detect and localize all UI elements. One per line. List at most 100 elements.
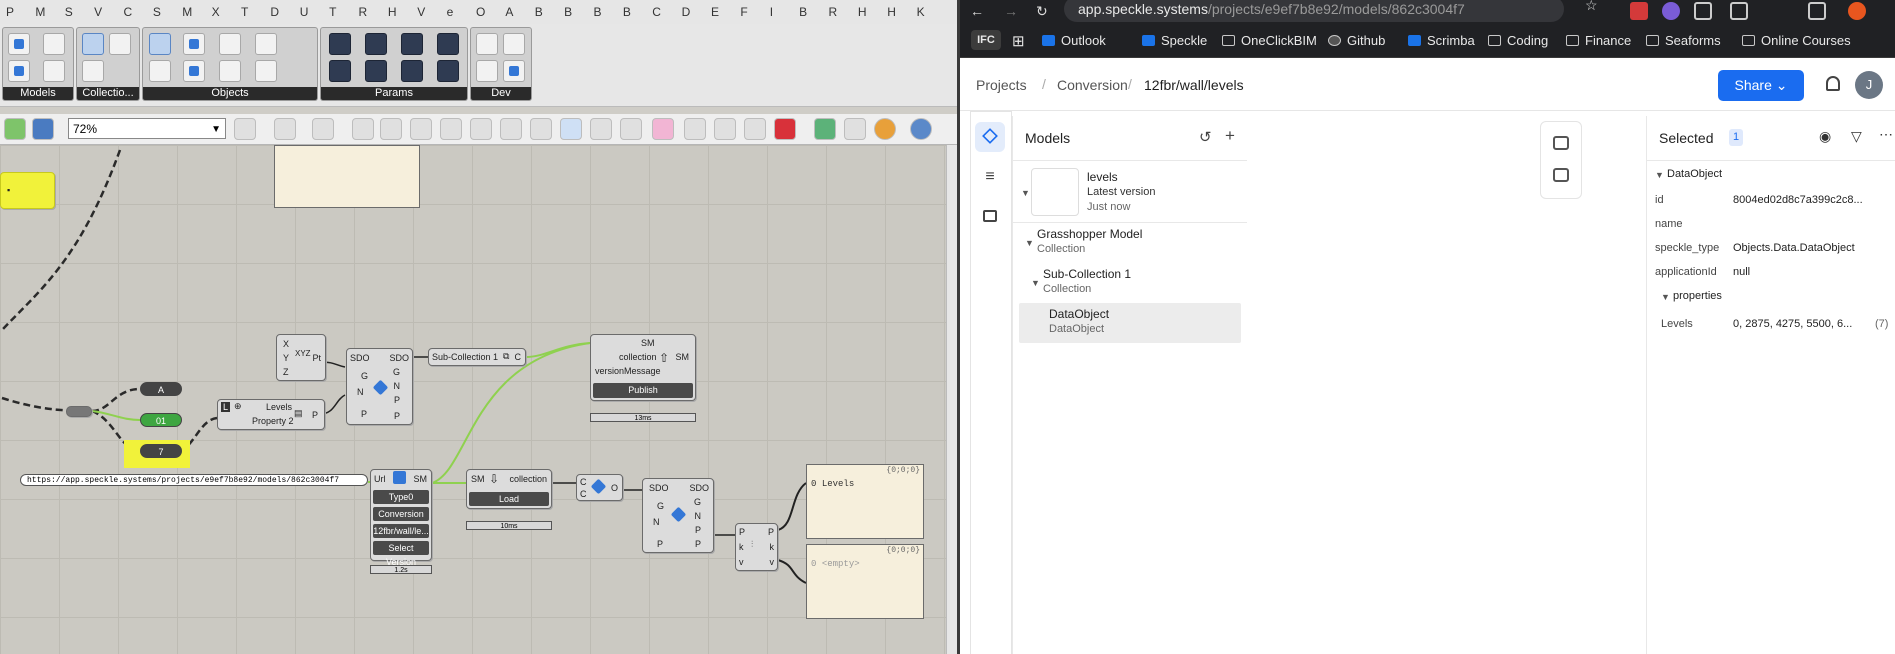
extension-icon[interactable]	[1630, 2, 1648, 20]
component-tab-letter[interactable]: R	[358, 5, 368, 19]
lightbulb-icon[interactable]	[500, 118, 522, 140]
load-button[interactable]: Load	[469, 492, 549, 506]
bookmark-github[interactable]: Github	[1328, 33, 1385, 48]
comments-icon[interactable]	[975, 202, 1005, 232]
filter-icon[interactable]: ▽	[1851, 128, 1862, 144]
relay-component[interactable]	[66, 406, 92, 417]
canvas-scrollbar[interactable]	[946, 145, 957, 654]
sketch-icon[interactable]	[312, 118, 334, 140]
wire-display-icon[interactable]	[530, 118, 552, 140]
chevron-down-icon[interactable]: ▼	[1021, 188, 1030, 198]
extension-icon[interactable]	[1662, 2, 1680, 20]
wire-fancy-icon[interactable]	[590, 118, 612, 140]
history-icon[interactable]: ↺	[1199, 129, 1212, 146]
component-tab-letter[interactable]: T	[241, 5, 249, 19]
bookmark-seaforms[interactable]: Seaforms	[1646, 33, 1721, 48]
text-pill-a[interactable]: A	[140, 382, 182, 396]
text-pill-01[interactable]: 01	[140, 413, 182, 427]
component-tab-letter[interactable]: V	[417, 5, 426, 19]
deconstruct-icon[interactable]	[255, 33, 277, 55]
param-hex-icon[interactable]	[365, 33, 387, 55]
bookmark-ifc[interactable]: IFC	[971, 30, 1001, 50]
tree-item-selected[interactable]: DataObject DataObject	[1019, 303, 1241, 343]
bookmark-oneclickbim[interactable]: OneClickBIM	[1222, 33, 1317, 48]
component-tab-letter[interactable]: S	[152, 5, 161, 19]
properties-icon[interactable]	[219, 60, 241, 82]
object-graph-icon[interactable]	[219, 33, 241, 55]
preview-pink-icon[interactable]	[652, 118, 674, 140]
chevron-down-icon[interactable]: ▼	[1031, 278, 1040, 288]
expand-collection-component[interactable]: C C O	[576, 474, 623, 501]
models-cube-icon[interactable]	[975, 122, 1005, 152]
downloads-icon[interactable]	[1808, 2, 1826, 20]
component-tab-letter[interactable]: P	[6, 5, 15, 19]
component-tab-letter[interactable]: X	[211, 5, 220, 19]
component-tab-letter[interactable]: e	[446, 5, 454, 19]
keys-panel[interactable]: {0;0;0} 0 Levels	[806, 464, 924, 539]
text-pill-7[interactable]: 7	[140, 444, 182, 458]
collection-component[interactable]: Sub-Collection 1 ⧉ C	[428, 348, 526, 366]
zoom-select[interactable]: 72%▼	[68, 118, 226, 139]
sliders-icon[interactable]	[255, 60, 277, 82]
bookmark-online-courses[interactable]: Online Courses	[1742, 33, 1851, 48]
bookmark-coding[interactable]: Coding	[1488, 33, 1548, 48]
tree-item-name[interactable]: Grasshopper Model	[1037, 227, 1143, 241]
open-file-icon[interactable]	[4, 118, 26, 140]
model-button[interactable]: 12fbr/wall/le...	[373, 524, 429, 538]
property-row-levels[interactable]: Levels 0, 2875, 4275, 5500, 6... (7)	[1653, 314, 1895, 336]
upload-icon[interactable]	[43, 60, 65, 82]
zoom-extents-icon[interactable]	[1553, 136, 1569, 150]
share-button[interactable]: Share ⌄	[1718, 70, 1804, 101]
dev-send-icon[interactable]	[476, 33, 498, 55]
filters-icon[interactable]: ≡	[985, 168, 995, 185]
sidepanel-icon[interactable]	[1730, 2, 1748, 20]
component-tab-letter[interactable]: H	[387, 5, 397, 19]
field-value[interactable]: null	[1733, 266, 1751, 278]
disable-icon[interactable]	[774, 118, 796, 140]
project-button[interactable]: Conversion	[373, 507, 429, 521]
mesh-preview-icon[interactable]	[744, 118, 766, 140]
bookmark-outlook[interactable]: Outlook	[1042, 33, 1106, 48]
model-icon[interactable]	[8, 60, 30, 82]
preview-eye-icon[interactable]	[274, 118, 296, 140]
component-tab-letter[interactable]: B	[799, 5, 808, 19]
field-value[interactable]: 8004ed02d8c7a399c2c8...	[1733, 194, 1863, 206]
load-component[interactable]: SM ⇩ collection Load	[466, 469, 552, 509]
component-tab-letter[interactable]: D	[270, 5, 280, 19]
dev-receive-icon[interactable]	[503, 33, 525, 55]
3d-viewer[interactable]	[1247, 111, 1607, 654]
workspace-button[interactable]: Type0	[373, 490, 429, 504]
deconstruct-properties-component[interactable]: P k v ⫶ P k v	[735, 523, 778, 571]
custom-preview-icon[interactable]	[684, 118, 706, 140]
component-tab-letter[interactable]: B	[622, 5, 631, 19]
address-bar[interactable]: app.speckle.systems/projects/e9ef7b8e92/…	[1064, 0, 1564, 22]
reload-icon[interactable]: ↻	[1036, 3, 1048, 19]
material-icon[interactable]	[814, 118, 836, 140]
component-tab-letter[interactable]: H	[887, 5, 896, 19]
slider-component[interactable]: ▪	[0, 172, 55, 209]
param-hex-icon[interactable]	[329, 33, 351, 55]
param-hex-icon[interactable]	[401, 60, 423, 82]
breadcrumb-project[interactable]: Conversion	[1057, 77, 1128, 93]
shaded-preview-icon[interactable]	[714, 118, 736, 140]
bookmark-speckle[interactable]: Speckle	[1142, 33, 1207, 48]
param-hex-icon[interactable]	[437, 33, 459, 55]
component-tab-letter[interactable]: F	[740, 5, 748, 19]
component-tab-letter[interactable]: C	[123, 5, 133, 19]
select-object-icon[interactable]	[149, 33, 171, 55]
component-tab-letter[interactable]: B	[564, 5, 573, 19]
component-tab-letter[interactable]: O	[476, 5, 486, 19]
chevron-down-icon[interactable]: ▼	[1655, 170, 1664, 180]
expand-collection-icon[interactable]	[109, 33, 131, 55]
construct-point-component[interactable]: X Y Z XYZ Pt	[276, 334, 326, 381]
param-hex-icon[interactable]	[365, 60, 387, 82]
extensions-puzzle-icon[interactable]	[1694, 2, 1712, 20]
component-tab-letter[interactable]: M	[182, 5, 193, 19]
notifications-bell-icon[interactable]	[1826, 76, 1840, 91]
account-icon[interactable]	[8, 33, 30, 55]
publish-component[interactable]: SM collection versionMessage ⇧ SM Publis…	[590, 334, 696, 401]
query-collection-icon[interactable]	[82, 60, 104, 82]
add-model-icon[interactable]: +	[1225, 126, 1235, 145]
field-value[interactable]: Objects.Data.DataObject	[1733, 242, 1855, 254]
property-component[interactable]: L ⊕ Levels Property 2 ▤ P	[217, 399, 325, 430]
